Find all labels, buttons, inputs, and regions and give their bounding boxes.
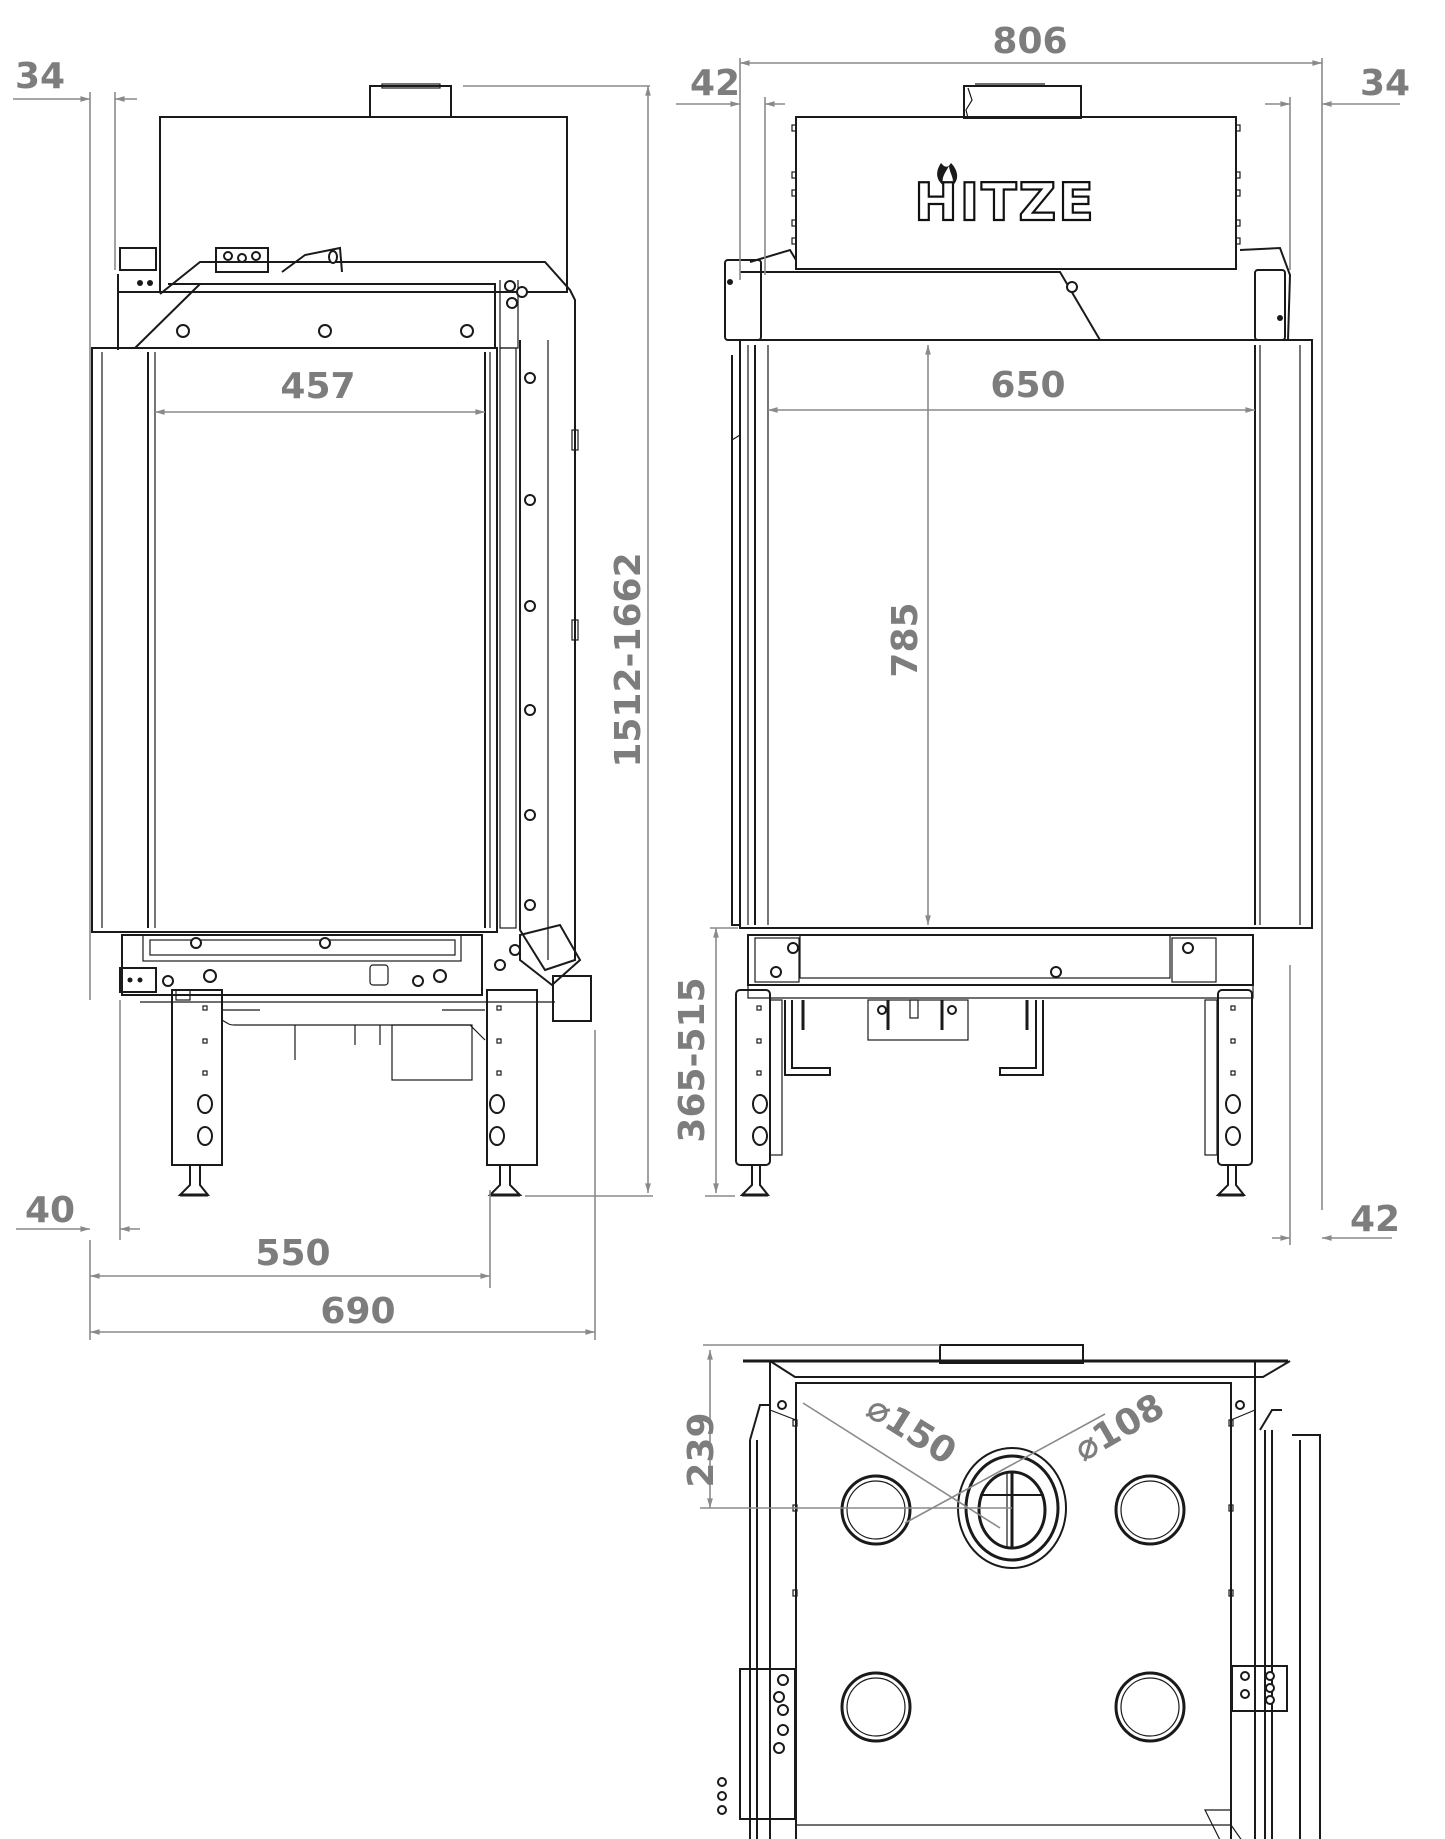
dim-top-flue-depth: 239 — [681, 1412, 722, 1487]
dim-side-right-offset: 34 — [1360, 63, 1410, 104]
dim-front-total-width: 690 — [320, 1291, 395, 1332]
vent-hole — [840, 1671, 912, 1743]
dim-front-top-offset: 34 — [15, 56, 65, 97]
front-left-leg — [171, 989, 223, 1196]
top-view — [717, 1344, 1321, 1839]
dim-side-glass-width: 650 — [990, 365, 1065, 406]
dim-side-bottom-offset: 42 — [1350, 1199, 1400, 1240]
flame-icon — [937, 163, 958, 186]
dim-side-leg-height: 365-515 — [672, 977, 713, 1142]
top-view-dimensions — [700, 1344, 1106, 1529]
side-view-dimensions — [676, 58, 1400, 1245]
dim-front-total-height: 1512-1662 — [608, 552, 649, 767]
dim-front-glass-width: 457 — [280, 366, 355, 407]
dim-top-outer-diameter: ⌀150 — [859, 1387, 963, 1473]
dim-top-inner-diameter: ⌀108 — [1067, 1386, 1171, 1470]
front-view-dimensions — [13, 85, 653, 1340]
vent-hole — [840, 1474, 912, 1546]
dim-side-total-width: 806 — [992, 21, 1067, 62]
side-right-leg — [1204, 989, 1253, 1196]
vent-hole — [1114, 1671, 1186, 1743]
side-left-leg — [735, 989, 783, 1196]
dim-side-glass-height: 785 — [885, 602, 926, 677]
hitze-logo: HITZE — [914, 173, 1096, 233]
side-view: HITZE — [724, 83, 1313, 1197]
vent-hole — [1114, 1474, 1186, 1546]
dim-front-leg-offset: 40 — [25, 1190, 75, 1231]
dim-front-leg-span: 550 — [255, 1233, 330, 1274]
front-right-leg — [486, 989, 538, 1196]
front-view — [91, 83, 592, 1197]
dim-side-left-offset: 42 — [690, 63, 740, 104]
